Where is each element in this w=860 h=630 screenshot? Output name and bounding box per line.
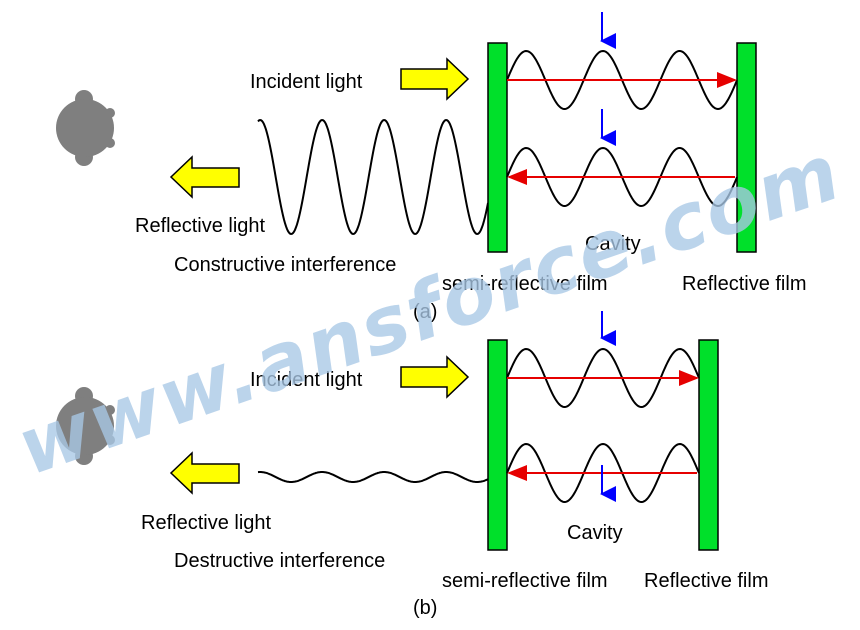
- reflective-film-label: Reflective film: [644, 570, 768, 592]
- incident-light-label: Incident light: [250, 369, 363, 391]
- interference-label: Constructive interference: [174, 254, 396, 276]
- cavity-wave-return: [506, 442, 700, 503]
- reflective-film: [736, 42, 757, 253]
- semi-reflective-film-label: semi-reflective film: [442, 570, 608, 592]
- reflective-film: [698, 339, 719, 551]
- semi-reflective-film: [487, 339, 508, 551]
- panel-b: Incident light Reflective light Destruct…: [56, 311, 768, 619]
- cavity-label: Cavity: [567, 522, 623, 544]
- cavity-label: Cavity: [585, 233, 641, 255]
- cavity-wave-forward: [506, 347, 700, 408]
- reflected-wave: [257, 471, 489, 483]
- viewer-head-icon: [56, 90, 115, 166]
- reflective-arrow-icon: [169, 155, 240, 199]
- incident-arrow-icon: [400, 57, 470, 101]
- reflected-wave: [257, 118, 489, 236]
- panel-a: Incident light Reflective light Construc…: [56, 12, 806, 323]
- panel-caption: (b): [413, 597, 437, 619]
- interference-label: Destructive interference: [174, 550, 385, 572]
- reflective-arrow-icon: [169, 451, 240, 495]
- reflective-light-label: Reflective light: [141, 512, 272, 534]
- semi-reflective-film: [487, 42, 508, 253]
- incident-light-label: Incident light: [250, 71, 363, 93]
- panel-caption: (a): [413, 301, 437, 323]
- semi-reflective-film-label: semi-reflective film: [442, 273, 608, 295]
- reflective-film-label: Reflective film: [682, 273, 806, 295]
- incident-arrow-icon: [400, 355, 470, 399]
- viewer-head-icon: [56, 387, 115, 465]
- reflective-light-label: Reflective light: [135, 215, 266, 237]
